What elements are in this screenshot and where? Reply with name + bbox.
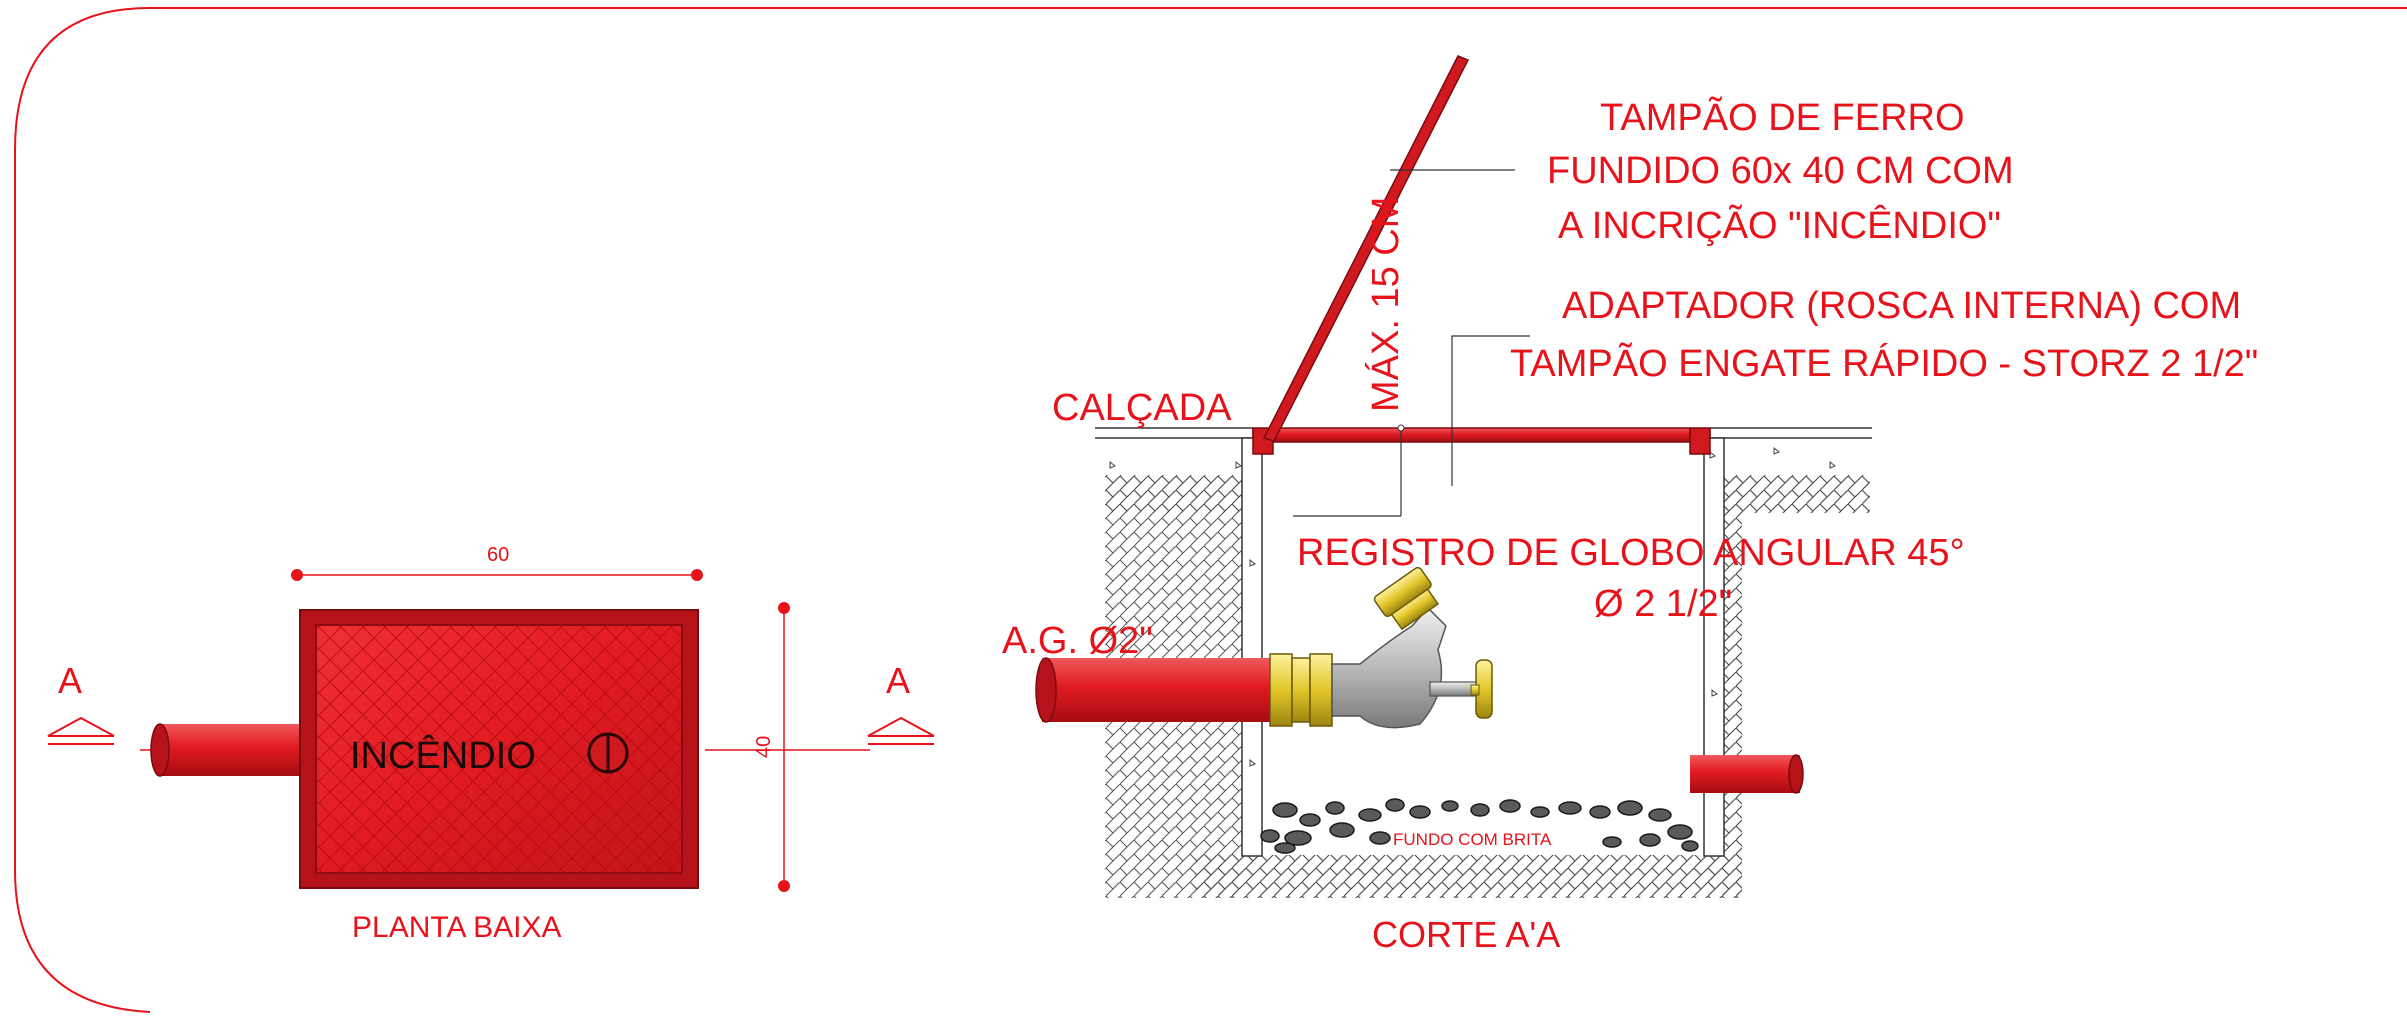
section-arrow-right-icon (867, 716, 935, 737)
plan-dim-height: 40 (753, 736, 775, 758)
pit-wall-right (1703, 437, 1725, 857)
globe-valve-body (1331, 606, 1447, 729)
storz-adapter (1373, 566, 1440, 631)
plan-title: PLANTA BAIXA (352, 911, 562, 944)
section-title: CORTE A'A (1372, 914, 1560, 955)
annotations: TAMPÃO DE FERRO FUNDIDO 60x 40 CM COM A … (1002, 96, 2258, 662)
opened-lid (1262, 55, 1470, 442)
plan-inlet-pipe (157, 724, 300, 776)
cover-frame-right (1689, 427, 1711, 455)
bottom-label: FUNDO COM BRITA (1393, 830, 1552, 849)
iron-cover (1272, 427, 1691, 443)
brass-coupling (1269, 653, 1293, 727)
section-view: MÁX. 15 CM (1035, 55, 1872, 955)
gravel-bed (1260, 798, 1699, 854)
adapter-note-line1: ADAPTADOR (ROSCA INTERNA) COM (1562, 285, 2241, 327)
dim-dot-icon (778, 602, 790, 614)
dim-dot-icon (778, 880, 790, 892)
max-height-label: MÁX. 15 CM (1364, 197, 1407, 412)
section-mark-left: A (58, 660, 82, 701)
plan-view: A A INCÊNDIO 60 40 PLANTA BAIXA (47, 544, 935, 944)
cover-note-line3: A INCRIÇÃO "INCÊNDIO" (1558, 204, 2001, 247)
valve-note-line1: REGISTRO DE GLOBO ANGULAR 45° (1297, 532, 1965, 574)
section-outlet-pipe (1690, 755, 1800, 793)
cover-note-line1: TAMPÃO DE FERRO (1600, 96, 1965, 139)
adapter-leader (1451, 335, 1530, 486)
calcada-label: CALÇADA (1052, 387, 1232, 429)
section-mark-right: A (886, 660, 910, 701)
dim-dot-icon (691, 569, 703, 581)
section-inlet-pipe (1042, 658, 1277, 722)
section-arrow-left-icon (47, 716, 115, 737)
pit-wall-left (1241, 437, 1263, 857)
valve-note-line2: Ø 2 1/2" (1594, 583, 1732, 625)
dim-dot-icon (291, 569, 303, 581)
cover-note-line2: FUNDIDO 60x 40 CM COM (1547, 150, 2014, 192)
plan-box-label: INCÊNDIO (350, 734, 536, 777)
sheet-border (14, 7, 2407, 1013)
adapter-note-line2: TAMPÃO ENGATE RÁPIDO - STORZ 2 1/2" (1510, 342, 2258, 385)
inlet-pipe-label: A.G. Ø2" (1002, 620, 1153, 662)
plan-dim-width: 60 (487, 544, 509, 566)
